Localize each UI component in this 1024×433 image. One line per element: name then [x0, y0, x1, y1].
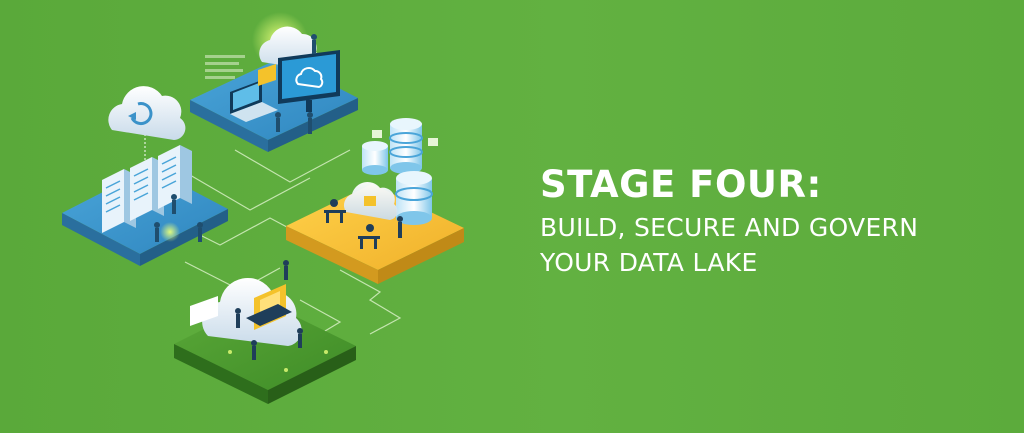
cloud-storage-platform	[174, 260, 356, 404]
servers-cloud-platform	[62, 86, 228, 266]
cloud-sync-icon	[108, 86, 186, 140]
cloud-icon	[343, 181, 398, 220]
subtitle-line-2: YOUR DATA LAKE	[540, 248, 758, 277]
headline: STAGE FOUR: BUILD, SECURE AND GOVERN YOU…	[540, 164, 1000, 280]
monitor-cloud-icon	[278, 50, 340, 112]
folder-icon	[258, 64, 276, 86]
subtitle-line-1: BUILD, SECURE AND GOVERN	[540, 213, 919, 242]
workstation-platform	[190, 12, 358, 152]
data-lake-illustration	[62, 12, 464, 404]
database-stack-icon	[362, 118, 433, 225]
server-rack-icon	[102, 145, 192, 233]
database-platform	[286, 118, 464, 284]
connection-lines	[184, 149, 402, 335]
stage-title: STAGE FOUR:	[540, 163, 822, 206]
folder-icon	[246, 284, 292, 330]
laptop-icon	[230, 80, 278, 122]
stage-subtitle: BUILD, SECURE AND GOVERN YOUR DATA LAKE	[540, 210, 1000, 280]
